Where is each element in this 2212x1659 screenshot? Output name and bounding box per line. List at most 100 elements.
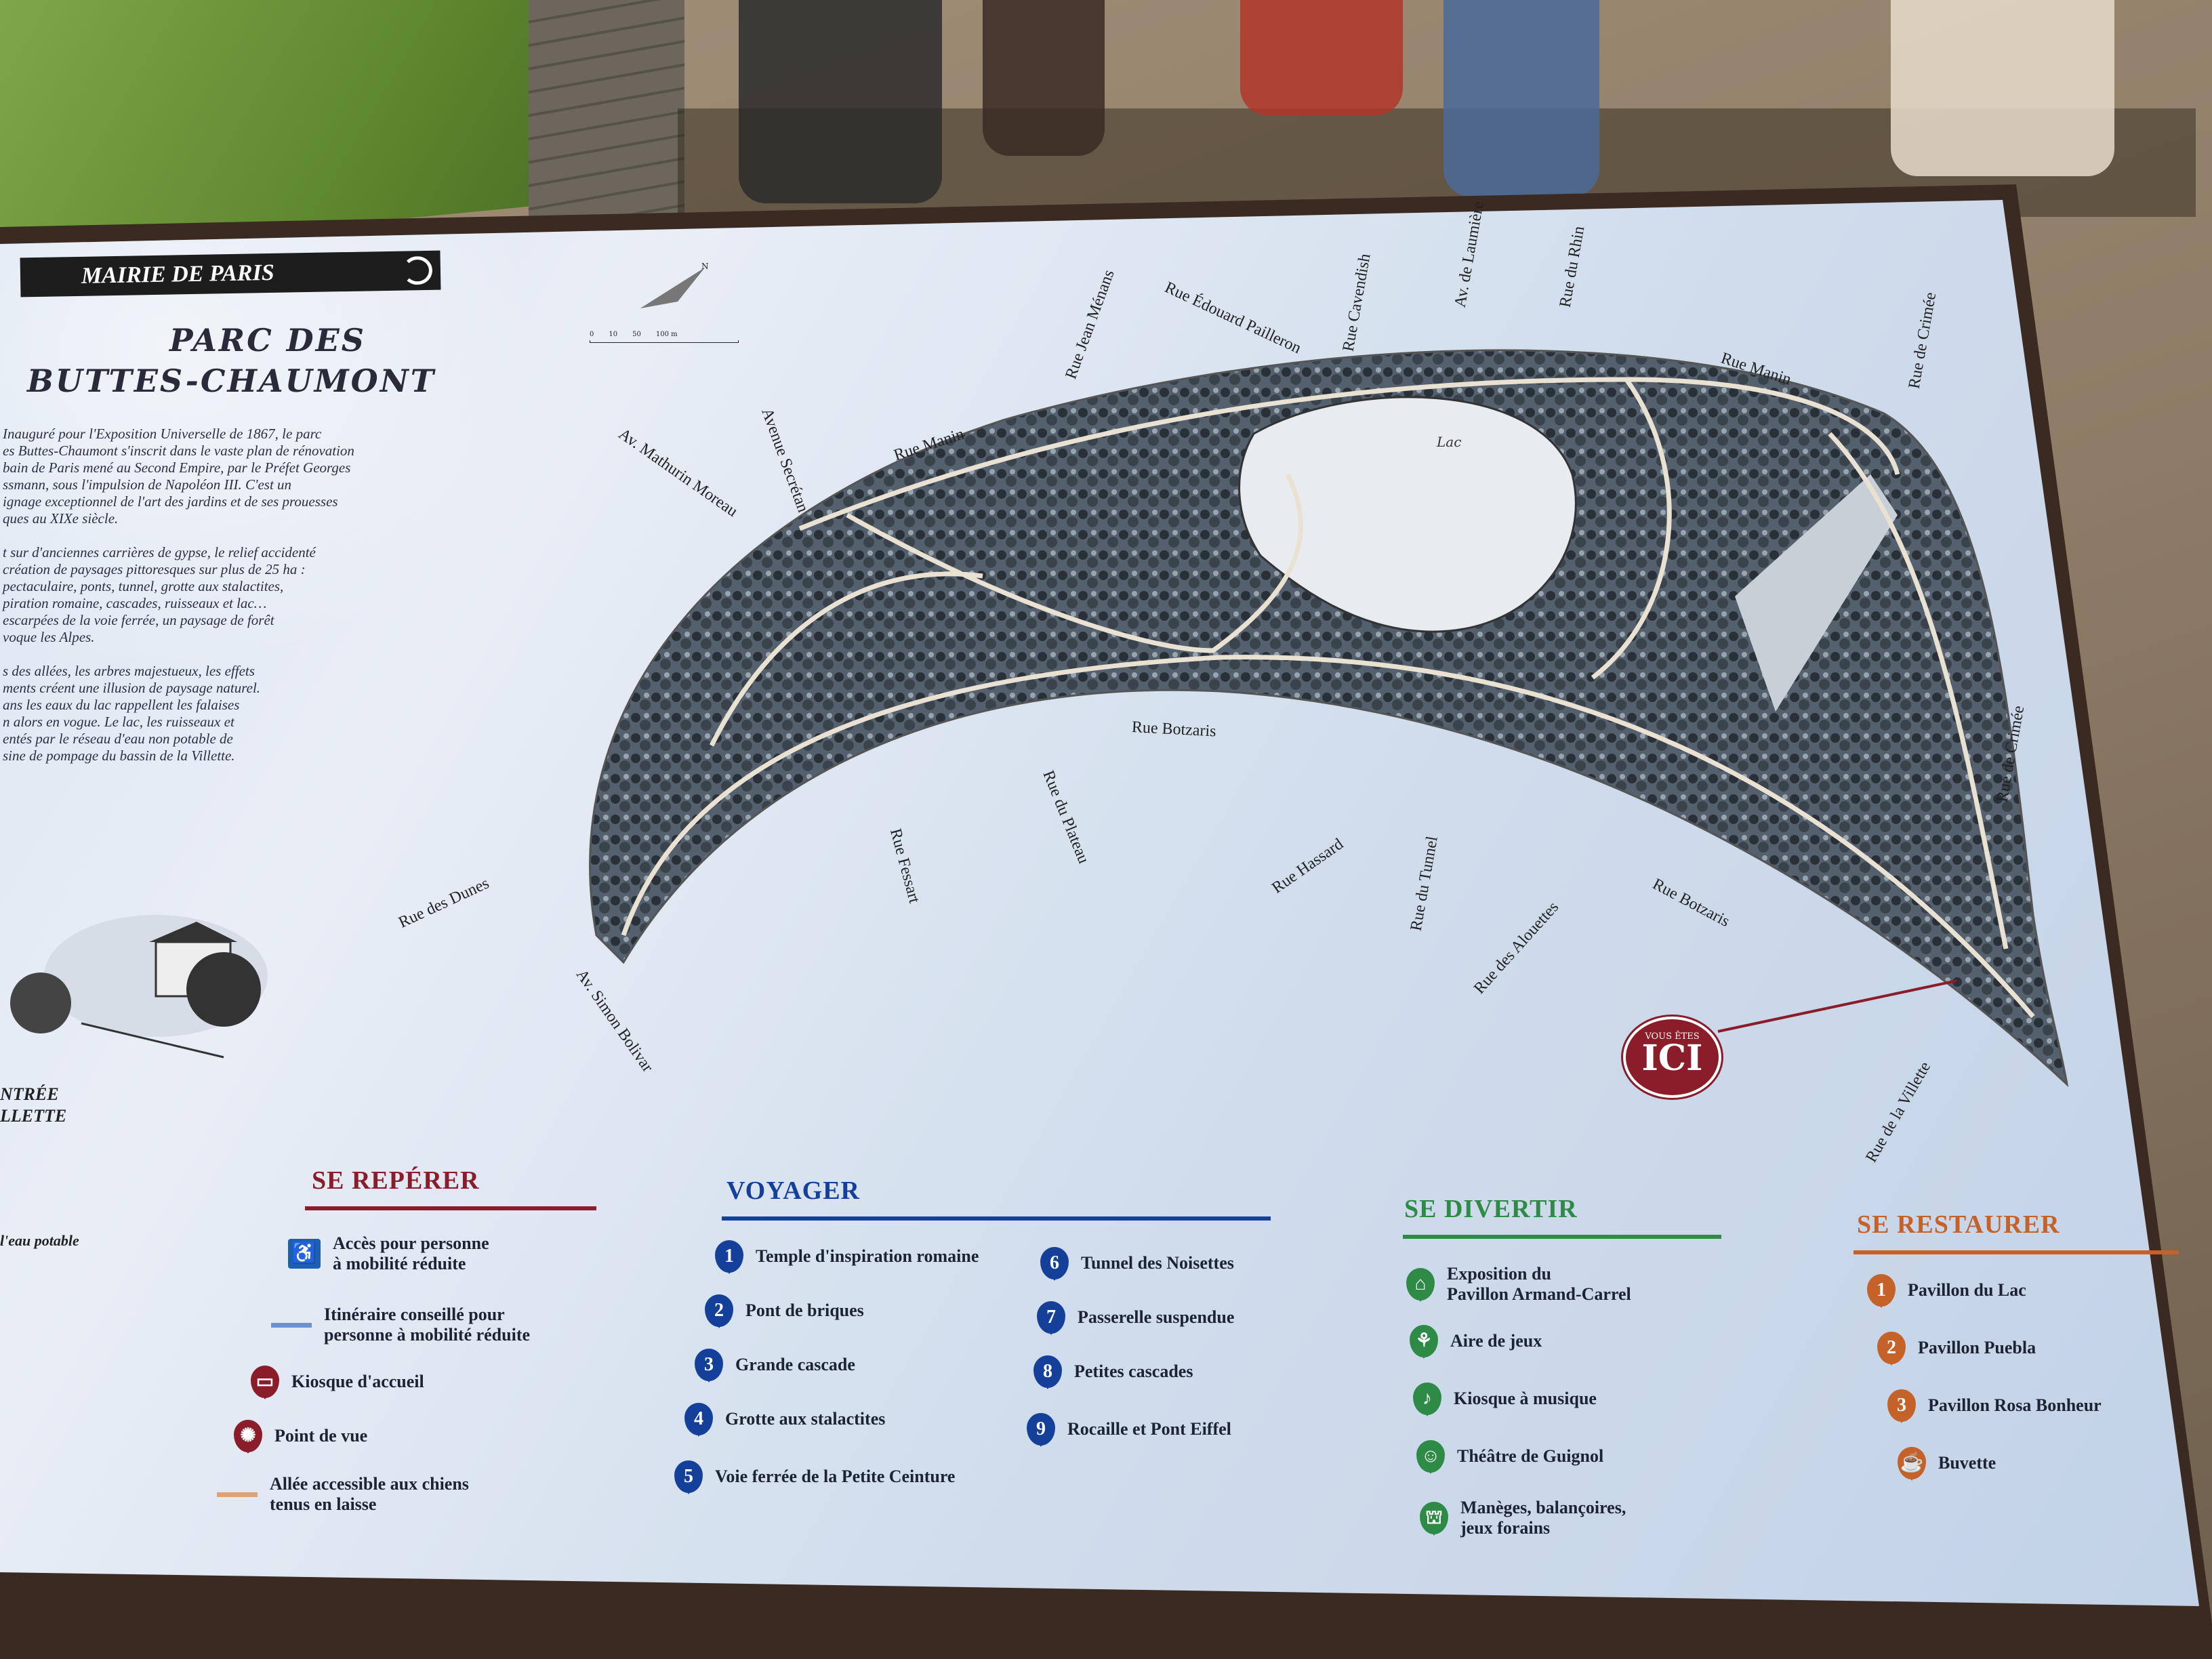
number-pin-icon: 3 [695, 1349, 723, 1382]
legend-label: Théâtre de Guignol [1457, 1446, 1604, 1466]
number-pin-icon: 7 [1037, 1301, 1065, 1335]
number-pin-icon: 2 [1877, 1332, 1906, 1366]
legend-label: Kiosque d'accueil [291, 1372, 424, 1391]
scale-tick: 100 m [655, 331, 678, 338]
number-pin-icon: 3 [1887, 1389, 1916, 1423]
wheelchair-icon: ♿ [288, 1239, 321, 1269]
intro-text: Inauguré pour l'Exposition Universelle d… [3, 426, 450, 781]
legend-item-divertir: ⌂Exposition du Pavillon Armand-Carrel [1406, 1264, 1631, 1305]
number-pin-icon: 4 [684, 1403, 713, 1437]
legend-reperer-title: SE REPÉRER [312, 1166, 480, 1195]
legend-label: Exposition du Pavillon Armand-Carrel [1447, 1264, 1631, 1304]
scale-ticks: 0 10 50 100 m [590, 331, 678, 338]
legend-item-dogs: Allée accessible aux chiens tenus en lai… [217, 1474, 469, 1515]
lake-label: Lac [1437, 434, 1462, 450]
pedestrian-legs [983, 0, 1105, 156]
park-title-line2: BUTTES-CHAUMONT [27, 363, 436, 399]
legend-label: Grotte aux stalactites [725, 1409, 886, 1429]
legend-divertir-rule [1403, 1235, 1721, 1239]
legend-label: Itinéraire conseillé pour personne à mob… [324, 1305, 531, 1345]
compass-north-label: N [701, 262, 709, 271]
legend-item-voyager: 5 Voie ferrée de la Petite Ceinture [674, 1460, 956, 1494]
legend-item-voyager: 6 Tunnel des Noisettes [1040, 1247, 1234, 1281]
buvette-cup-icon: ☕ [1898, 1447, 1926, 1481]
legend-label: Voie ferrée de la Petite Ceinture [715, 1467, 956, 1486]
legend-item-kiosk: ▭ Kiosque d'accueil [251, 1366, 424, 1399]
legend-label: Pavillon du Lac [1908, 1280, 2026, 1300]
legend-voyager-title: VOYAGER [726, 1176, 860, 1205]
legend-item-voyager: 7 Passerelle suspendue [1037, 1301, 1235, 1335]
legend-label: Buvette [1938, 1453, 1996, 1473]
legend-label: Accès pour personne à mobilité réduite [333, 1233, 489, 1273]
pedestrian-legs [1891, 0, 2114, 176]
number-pin-icon: 1 [1867, 1274, 1896, 1308]
legend-label: Kiosque à musique [1454, 1389, 1597, 1408]
number-pin-icon: 9 [1027, 1413, 1055, 1447]
entrance-label-2: LLETTE [0, 1106, 67, 1126]
dog-path-line-icon [217, 1492, 258, 1497]
legend-divertir-title: SE DIVERTIR [1404, 1195, 1578, 1223]
scale-bar [590, 340, 739, 343]
legend-item-restaurer: ☕ Buvette [1898, 1447, 1996, 1481]
scale-tick: 10 [609, 331, 618, 338]
legend-label: Pont de briques [745, 1300, 864, 1320]
you-are-here-small: VOUS ÊTES [1645, 1031, 1700, 1042]
legend-label: Passerelle suspendue [1078, 1307, 1235, 1327]
pedestrian-legs [1443, 0, 1599, 197]
legend-item-accessibility: ♿ Accès pour personne à mobilité réduite [288, 1233, 489, 1274]
legend-item-voyager: 9 Rocaille et Pont Eiffel [1027, 1413, 1231, 1447]
playground-icon: ⚘ [1410, 1325, 1438, 1359]
legend-item-viewpoint: ✺Point de vue [234, 1420, 367, 1454]
park-title-line1: PARC DES [169, 322, 366, 359]
you-are-here-big: ICI [1641, 1038, 1703, 1079]
legend-label: Pavillon Puebla [1918, 1338, 2036, 1357]
legend-label: Grande cascade [735, 1355, 855, 1374]
legend-voyager-rule [722, 1216, 1271, 1221]
route-line-icon [271, 1322, 312, 1328]
number-pin-icon: 6 [1040, 1247, 1069, 1281]
legend-item-restaurer: 3 Pavillon Rosa Bonheur [1887, 1389, 2102, 1423]
legend-item-route: Itinéraire conseillé pour personne à mob… [271, 1305, 530, 1345]
pavilion-illustration [10, 915, 268, 1059]
legend-item-voyager: 4 Grotte aux stalactites [684, 1403, 886, 1437]
legend-item-divertir: ⛫ Manèges, balançoires, jeux forains [1420, 1498, 1626, 1538]
legend-label: Allée accessible aux chiens tenus en lai… [270, 1474, 469, 1514]
number-pin-icon: 5 [674, 1460, 703, 1494]
park-paths [621, 377, 2035, 1019]
legend-item-restaurer: 1 Pavillon du Lac [1867, 1274, 2026, 1308]
legend-label: Rocaille et Pont Eiffel [1067, 1419, 1231, 1439]
you-are-here-badge: VOUS ÊTES ICI [1623, 1017, 1721, 1098]
kiosk-icon: ▭ [251, 1366, 279, 1399]
pedestrian-legs [1240, 0, 1403, 115]
intro-paragraph: Inauguré pour l'Exposition Universelle d… [3, 426, 354, 527]
water-note: l'eau potable [0, 1232, 79, 1249]
legend-item-divertir: ♪ Kiosque à musique [1413, 1382, 1597, 1416]
legend-label: Petites cascades [1074, 1361, 1193, 1381]
park-crescent [589, 349, 2069, 1088]
intro-paragraph: s des allées, les arbres majestueux, les… [3, 663, 261, 764]
puppet-theatre-icon: ☺ [1416, 1440, 1445, 1474]
scale-tick: 0 [590, 331, 594, 338]
compass-rose-icon: N [640, 262, 709, 308]
legend-label: Pavillon Rosa Bonheur [1928, 1395, 2102, 1415]
legend-label: Aire de jeux [1450, 1331, 1542, 1351]
railway-cutting [1735, 474, 1898, 712]
legend-label: Manèges, balançoires, jeux forains [1460, 1498, 1626, 1538]
stone-curb [529, 0, 684, 224]
park-bench [739, 0, 942, 203]
legend-item-restaurer: 2 Pavillon Puebla [1877, 1332, 2036, 1366]
music-kiosk-icon: ♪ [1413, 1382, 1441, 1416]
legend-label: Tunnel des Noisettes [1081, 1253, 1234, 1273]
legend-reperer-rule [305, 1206, 596, 1210]
number-pin-icon: 1 [715, 1240, 743, 1274]
legend-restaurer-rule [1853, 1250, 2179, 1254]
legend-item-voyager: 3 Grande cascade [695, 1349, 855, 1382]
carousel-icon: ⛫ [1420, 1502, 1448, 1536]
scale-tick: 50 [632, 331, 641, 338]
entrance-label-1: NTRÉE [0, 1084, 59, 1104]
intro-paragraph: t sur d'anciennes carrières de gypse, le… [3, 544, 316, 645]
